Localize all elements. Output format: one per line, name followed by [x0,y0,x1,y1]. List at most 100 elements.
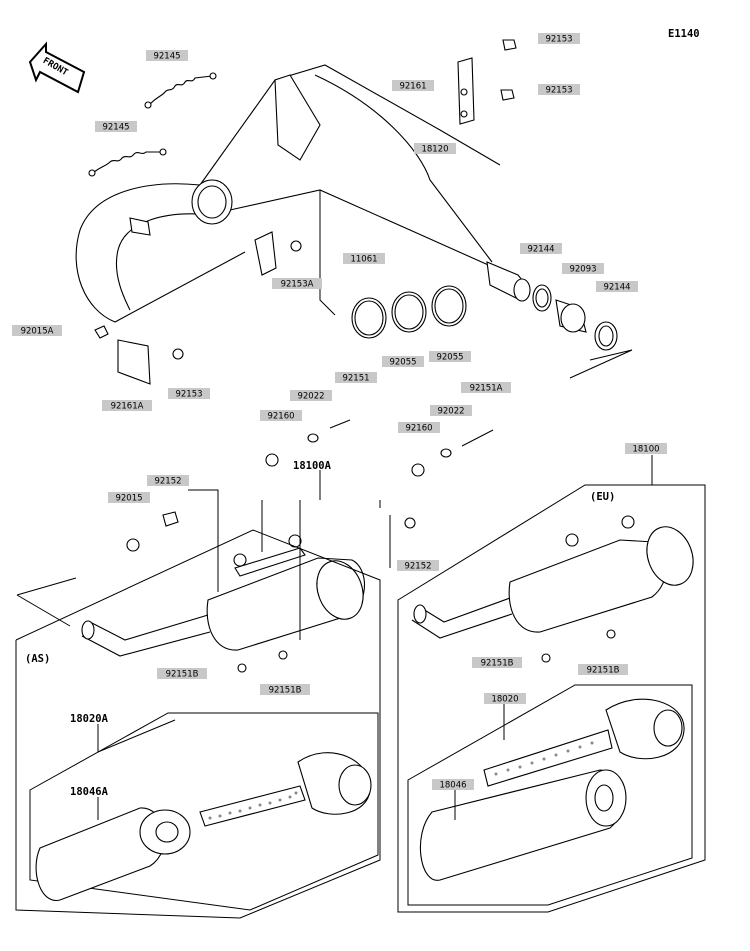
part-label-92152: 92152 [147,475,189,487]
bolt-icon [172,348,184,360]
part-number-text: 92160 [267,412,294,422]
part-label-92145: 92145 [146,50,188,62]
label-18020A: 18020A [70,713,109,725]
part-number-text: 92161 [399,82,426,92]
part-number-text: 92145 [102,123,129,133]
part-label-92152: 92152 [397,560,439,572]
part-number-text: 92153A [281,280,314,290]
part-number-text: 92161A [111,402,144,412]
part-number-text: 92151 [342,374,369,384]
part-number-text: 92151B [166,670,199,680]
bolt-icon [329,419,351,429]
gasket-rings [351,285,467,339]
part-number-text: 92093 [569,265,596,275]
silencer-insert-as [35,752,372,901]
part-label-92153: 92153 [538,33,580,45]
joint-pipe-parts [532,284,618,351]
part-label-92151A: 92151A [461,382,511,394]
part-label-92160: 92160 [398,422,440,434]
front-arrow-icon: FRONT [28,41,86,94]
variant-eu-label: (EU) [590,491,615,503]
nut-icon [94,325,109,339]
washer-icon [440,448,452,458]
label-18046A: 18046A [70,786,109,798]
spring-upper-icon [144,72,217,109]
part-label-92022: 92022 [290,390,332,402]
part-label-18046: 18046 [432,779,474,791]
part-label-92144: 92144 [596,281,638,293]
part-number-text: 92153 [175,390,202,400]
grommet-icon [265,453,279,467]
part-number-text: 92022 [437,407,464,417]
exhaust-header-pipe [75,64,531,323]
part-label-18100: 18100 [625,443,667,455]
part-label-92151: 92151 [335,372,377,384]
part-label-92161: 92161 [392,80,434,92]
part-label-92144: 92144 [520,243,562,255]
label-18100A: 18100A [293,460,332,472]
bolt-icon [237,663,247,673]
part-label-92145: 92145 [95,121,137,133]
part-number-text: 92151B [269,686,302,696]
frame-as [15,529,381,919]
bolt-icon [500,89,515,101]
bolt-icon [502,39,517,51]
silencer-insert-eu [419,698,685,881]
nut-icon [126,538,140,552]
part-number-text: 92153 [545,35,572,45]
spring-lower-icon [88,148,167,177]
bolt-icon [290,240,302,252]
part-number-text: 92015 [115,494,142,504]
part-labels: 92153 92153 92161 18120 92145 92145 92153A 1106… [12,33,667,791]
part-number-text: 92055 [389,358,416,368]
frame-silencer-eu [407,684,693,906]
part-label-92055: 92055 [382,356,424,368]
part-label-92151B: 92151B [260,684,310,696]
variant-as-label: (AS) [25,653,50,665]
part-number-text: 92152 [154,477,181,487]
part-number-text: 92015A [21,327,54,337]
part-number-text: 18046 [439,781,466,791]
part-number-text: 92144 [527,245,554,255]
muffler-as [81,534,365,657]
part-number-text: 92145 [153,52,180,62]
bolt-icon [278,650,288,660]
part-label-92093: 92093 [562,263,604,275]
diagram-code: E1140 [668,28,700,40]
part-number-text: 11061 [350,255,377,265]
frame-silencer-as [29,712,379,911]
part-label-92151B: 92151B [157,668,207,680]
part-label-92153: 92153 [168,388,210,400]
part-label-92153: 92153 [538,84,580,96]
part-number-text: 18020 [491,695,518,705]
part-number-text: 92055 [436,353,463,363]
washer-icon [307,433,319,443]
bolt-icon [404,517,416,529]
part-label-92153A: 92153A [272,278,322,290]
part-number-text: 92152 [404,562,431,572]
part-label-92161A: 92161A [102,400,152,412]
bolt-icon [541,653,551,663]
part-label-18020: 18020 [484,693,526,705]
frame-eu [397,484,706,913]
part-label-92151B: 92151B [578,664,628,676]
bolt-icon [162,511,179,527]
muffler-eu [411,515,694,639]
part-number-text: 92022 [297,392,324,402]
part-label-92151B: 92151B [472,657,522,669]
part-number-text: 92144 [603,283,630,293]
part-label-92015A: 92015A [12,325,62,337]
part-number-text: 92151B [481,659,514,669]
part-number-text: 92153 [545,86,572,96]
part-number-text: 18120 [421,145,448,155]
part-label-92160: 92160 [260,410,302,422]
bracket-92161a [117,339,151,385]
grommet-icon [411,463,425,477]
bolt-icon [606,629,616,639]
part-label-18120: 18120 [414,143,456,155]
part-number-text: 18100 [632,445,659,455]
bolt-icon [461,429,494,447]
part-label-11061: 11061 [343,253,385,265]
part-label-92022: 92022 [430,405,472,417]
